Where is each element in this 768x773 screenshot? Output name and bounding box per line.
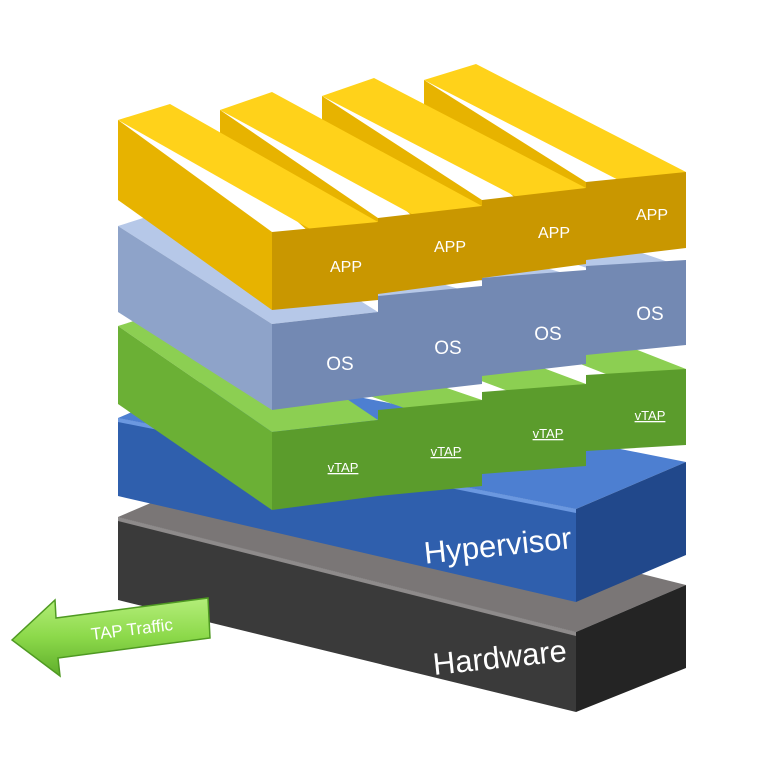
col3-os-label: OS (534, 324, 561, 345)
col3-vtap-label: vTAP (533, 426, 564, 441)
col4-app-top (424, 64, 686, 188)
col4-os-label: OS (636, 304, 663, 325)
col1-app-front (272, 222, 378, 310)
col1-os-left (118, 226, 272, 410)
col3-vtap-front (482, 384, 586, 474)
col4-app-front (586, 172, 686, 260)
column-1: vTAP OS APP (118, 104, 378, 510)
col4-vtap-front (586, 369, 686, 451)
col1-app-top (118, 104, 378, 238)
hardware-left-face (118, 517, 576, 712)
col1-vtap-left (118, 326, 272, 510)
col1-os-label: OS (326, 354, 353, 375)
col4-app-label: APP (636, 207, 668, 224)
col4-os-front (586, 260, 686, 355)
col1-vtap-front (272, 420, 378, 510)
col2-app-label: APP (434, 239, 466, 256)
col1-app-left (118, 120, 272, 310)
col1-app-label: APP (330, 259, 362, 276)
tap-traffic-arrow: TAP Traffic (10, 597, 211, 678)
col4-vtap-label: vTAP (635, 408, 666, 423)
col1-os-front (272, 312, 378, 410)
col3-os-front (482, 270, 586, 376)
hardware-edge-highlight (118, 517, 576, 636)
col2-os-front (378, 286, 482, 396)
col2-app-front (378, 206, 482, 294)
col3-app-top (322, 78, 586, 206)
col2-vtap-front (378, 400, 482, 496)
col2-vtap-label: vTAP (431, 444, 462, 459)
col3-app-front (482, 188, 586, 278)
col1-vtap-label: vTAP (328, 460, 359, 475)
hardware-front-face (576, 585, 686, 712)
col3-app-label: APP (538, 225, 570, 242)
tap-arrow-shape (10, 597, 211, 678)
hypervisor-front-face (576, 462, 686, 602)
col2-os-label: OS (434, 338, 461, 359)
col2-app-top (220, 92, 482, 224)
